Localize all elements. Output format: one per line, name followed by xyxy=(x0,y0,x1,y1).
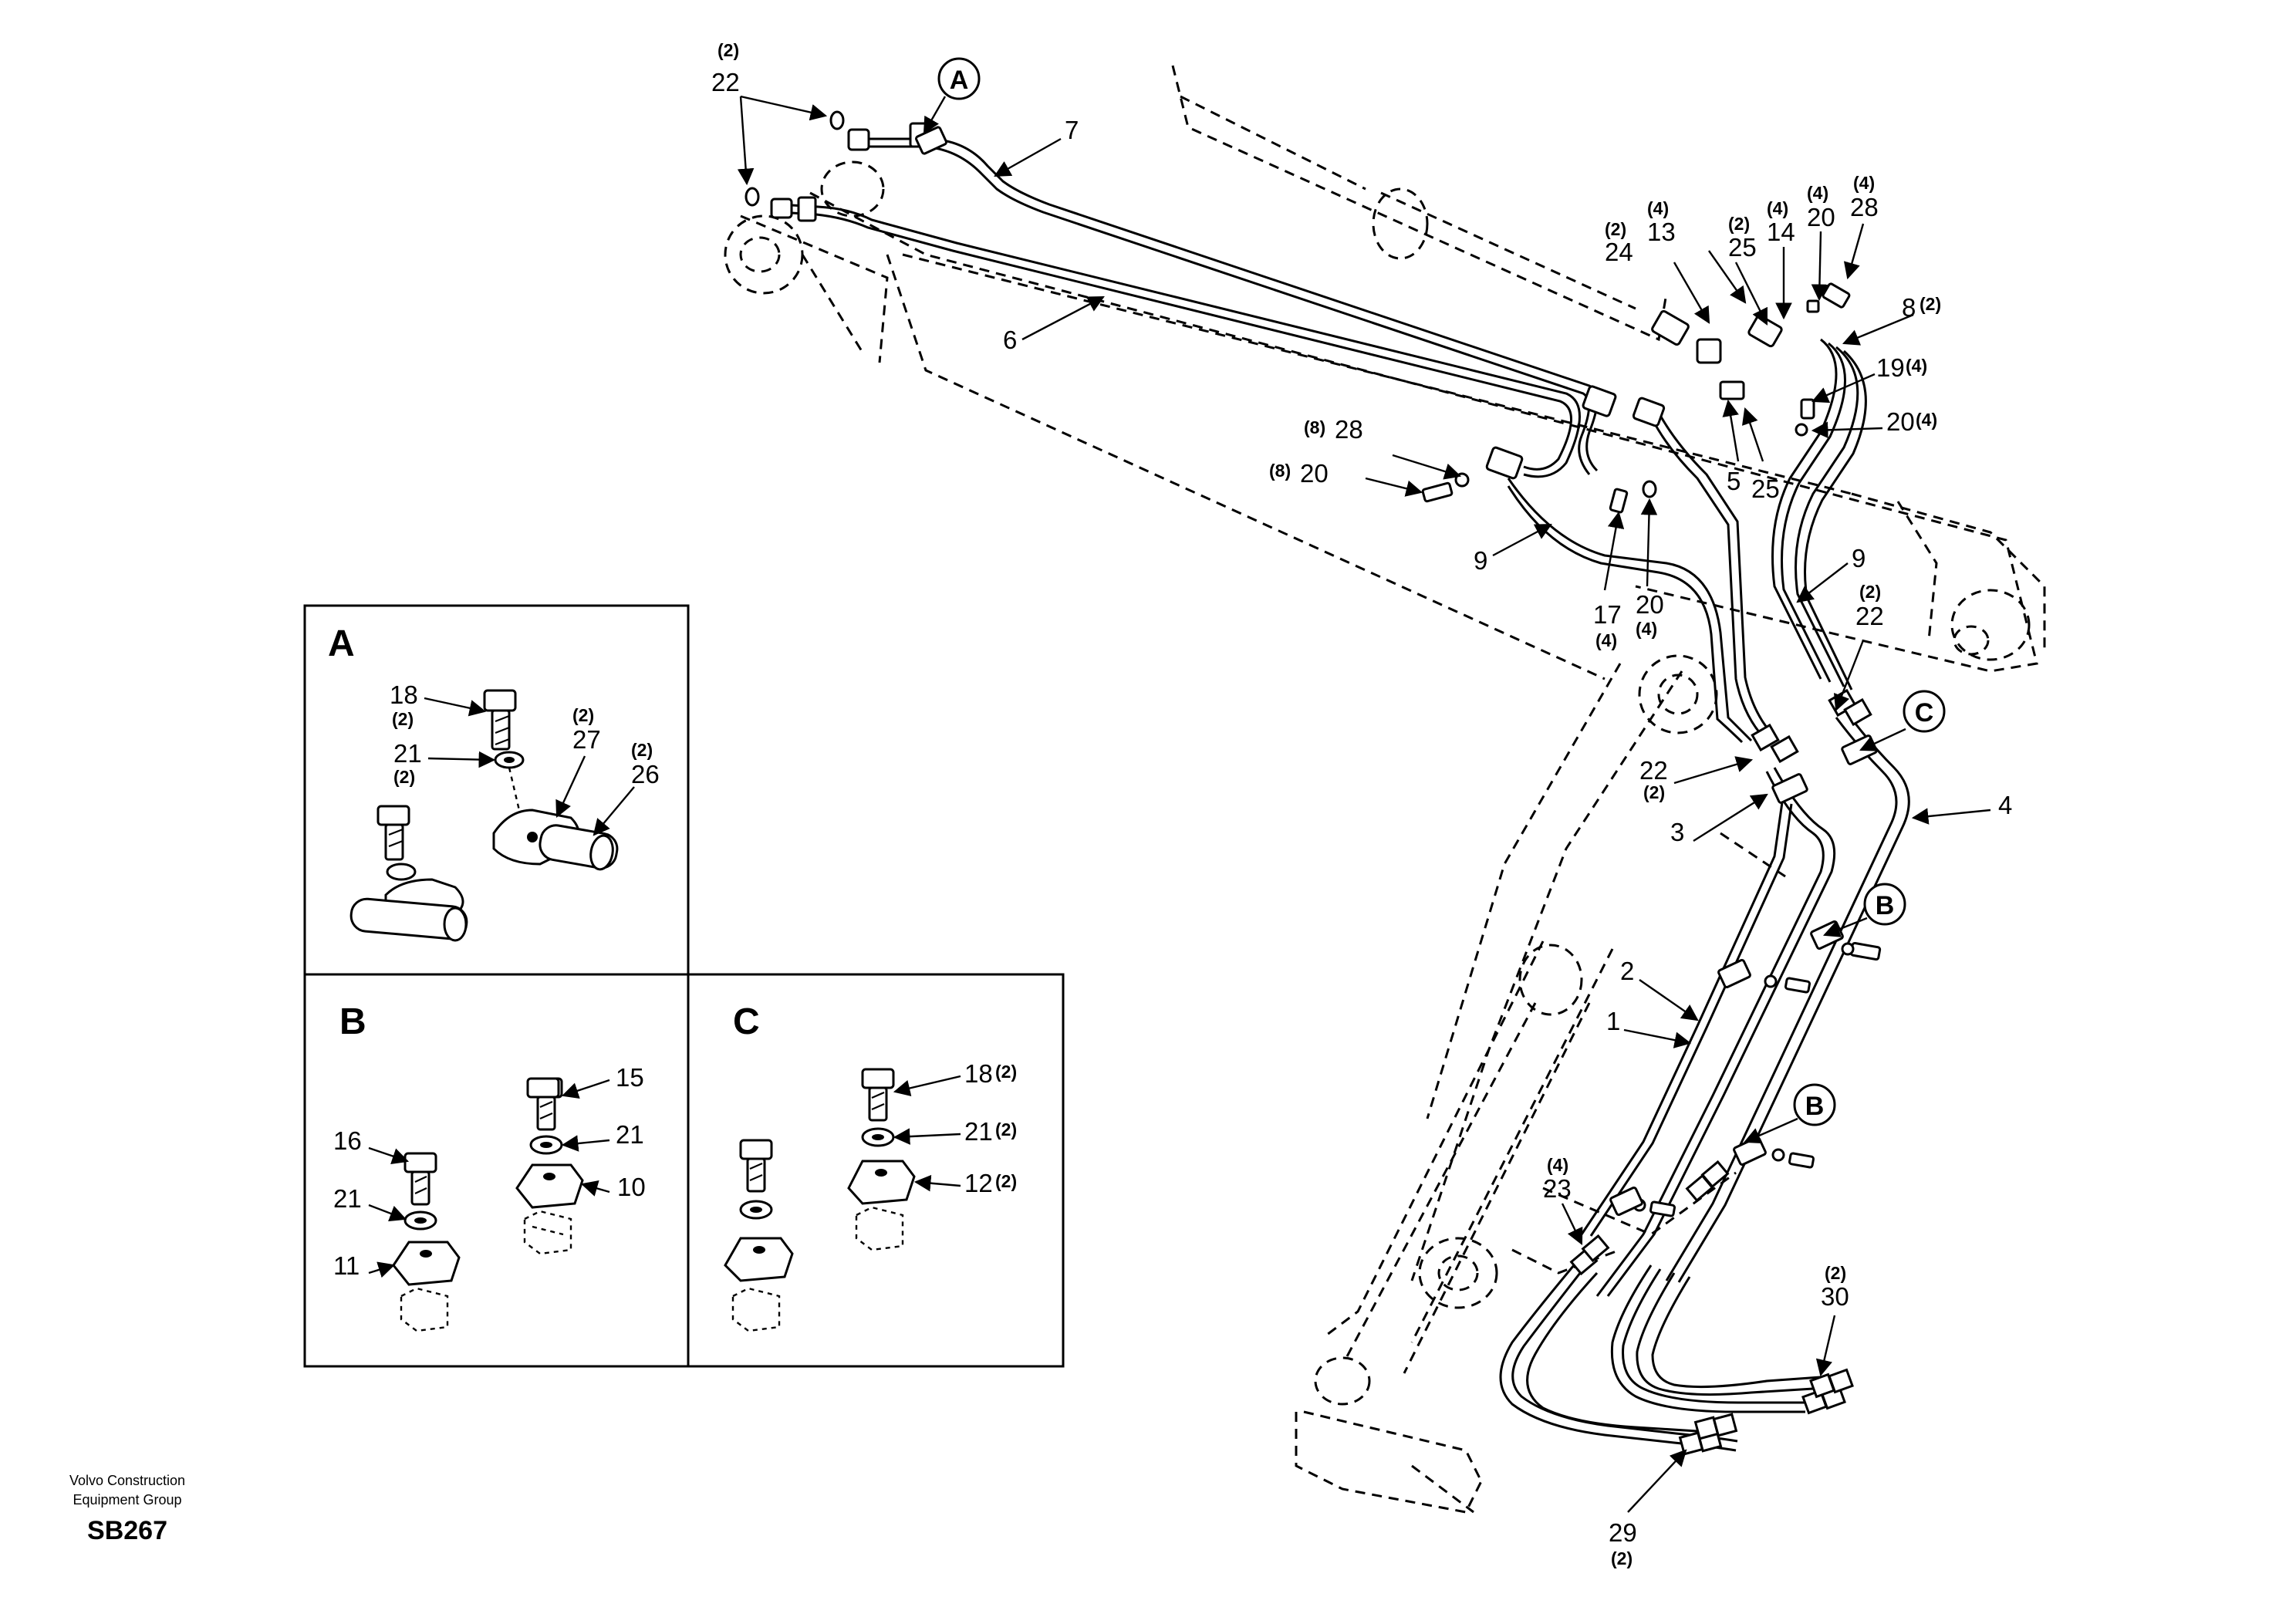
boom-arm-outline xyxy=(724,65,2046,1514)
label-29-qty: (2) xyxy=(1611,1548,1633,1568)
label-23: 23 xyxy=(1543,1174,1572,1203)
callout-b-lower-label: B xyxy=(1805,1092,1825,1121)
label-30-qty: (2) xyxy=(1825,1263,1846,1283)
detail-c-label-21: 21 xyxy=(964,1117,993,1146)
callout-c-label: C xyxy=(1915,698,1934,728)
label-8: 8 xyxy=(1902,293,1916,322)
callout-b-lower: B xyxy=(1793,1083,1836,1126)
label-9-right: 9 xyxy=(1852,544,1866,572)
label-17: 17 xyxy=(1593,600,1622,629)
detail-view-frames xyxy=(303,604,1065,1368)
label-30: 30 xyxy=(1821,1282,1849,1311)
detail-a-label-27: 27 xyxy=(572,725,601,754)
detail-c-parts xyxy=(724,1068,916,1332)
label-20-top: 20 xyxy=(1807,203,1835,231)
label-13: 13 xyxy=(1647,218,1676,246)
label-19-qty: (4) xyxy=(1906,356,1927,376)
footer-diagram-code: SB267 xyxy=(87,1516,167,1545)
detail-b-title: B xyxy=(339,1001,366,1042)
detail-b-labels: B 15 16 21 21 10 11 xyxy=(333,1001,646,1280)
label-2: 2 xyxy=(1620,957,1634,985)
label-20-right: 20 xyxy=(1886,407,1915,436)
label-28-left-qty: (8) xyxy=(1304,417,1325,437)
label-22-top-qty: (2) xyxy=(718,40,739,60)
detail-c-label-12-qty: (2) xyxy=(995,1171,1017,1191)
hose-end-fittings xyxy=(745,110,1882,1456)
detail-a-label-26: 26 xyxy=(631,760,660,788)
label-22-mid: 22 xyxy=(1639,756,1668,785)
detail-a-parts xyxy=(349,689,619,942)
label-29: 29 xyxy=(1609,1518,1637,1547)
label-23-qty: (4) xyxy=(1547,1155,1568,1175)
label-8-qty: (2) xyxy=(1920,294,1941,314)
detail-c-title: C xyxy=(733,1001,760,1042)
detail-a-label-21-qty: (2) xyxy=(393,767,415,787)
detail-b-parts xyxy=(392,1077,584,1332)
label-20-top-qty: (4) xyxy=(1807,183,1828,203)
detail-a-labels: A 18 (2) 21 (2) (2) 27 (2) 26 xyxy=(328,623,660,788)
label-7: 7 xyxy=(1065,116,1079,144)
detail-a-label-27-qty: (2) xyxy=(572,705,594,725)
part-labels: (2) 22 7 6 (2) 24 (4) 13 (2) 25 (4) 14 (… xyxy=(711,40,2012,1568)
detail-c-label-18: 18 xyxy=(964,1059,993,1088)
label-9-left: 9 xyxy=(1474,546,1487,575)
callout-c: C xyxy=(1903,690,1946,733)
label-14: 14 xyxy=(1767,218,1795,246)
callout-a-label: A xyxy=(950,66,969,95)
footer-company-line2: Equipment Group xyxy=(73,1492,181,1508)
label-14-qty: (4) xyxy=(1767,198,1788,218)
detail-b-label-11: 11 xyxy=(333,1251,360,1280)
label-13-qty: (4) xyxy=(1647,198,1669,218)
label-17-qty: (4) xyxy=(1595,630,1617,650)
label-22-top: 22 xyxy=(711,68,740,96)
label-28-left: 28 xyxy=(1335,415,1363,444)
detail-a-label-18-qty: (2) xyxy=(392,709,414,729)
label-28-top: 28 xyxy=(1850,193,1879,221)
detail-a-label-18: 18 xyxy=(390,680,418,709)
detail-c-labels: C 18 (2) 21 (2) 12 (2) xyxy=(733,1001,1017,1197)
hydraulic-lines xyxy=(778,137,1910,1452)
detail-c-label-21-qty: (2) xyxy=(995,1119,1017,1140)
detail-b-label-21-right: 21 xyxy=(616,1120,644,1149)
detail-b-label-16: 16 xyxy=(333,1126,362,1155)
label-22-right-qty: (2) xyxy=(1859,582,1881,602)
label-1: 1 xyxy=(1606,1007,1620,1035)
label-20-left-qty: (8) xyxy=(1269,461,1291,481)
detail-c-label-12: 12 xyxy=(964,1169,993,1197)
leader-lines xyxy=(368,95,1991,1513)
label-25-top: 25 xyxy=(1728,233,1757,262)
detail-a-label-26-qty: (2) xyxy=(631,740,653,760)
label-20-mid-qty: (4) xyxy=(1636,619,1657,639)
callout-a: A xyxy=(937,57,981,100)
label-24-qty: (2) xyxy=(1605,219,1626,239)
label-25-mid: 25 xyxy=(1751,474,1780,503)
label-22-mid-qty: (2) xyxy=(1643,782,1665,802)
callout-b-upper-label: B xyxy=(1876,891,1895,920)
footer-block: Volvo Construction Equipment Group SB267 xyxy=(69,1473,185,1545)
label-19: 19 xyxy=(1876,353,1905,382)
label-6: 6 xyxy=(1003,326,1017,354)
callout-b-upper: B xyxy=(1863,883,1906,926)
footer-company-line1: Volvo Construction xyxy=(69,1473,185,1488)
label-20-left: 20 xyxy=(1300,459,1329,488)
label-28-top-qty: (4) xyxy=(1853,173,1875,193)
label-25-top-qty: (2) xyxy=(1728,214,1750,234)
label-20-mid: 20 xyxy=(1636,590,1664,619)
detail-b-label-21-left: 21 xyxy=(333,1184,362,1213)
label-4: 4 xyxy=(1998,791,2012,819)
detail-b-label-15: 15 xyxy=(616,1063,644,1092)
detail-a-title: A xyxy=(328,623,355,664)
label-3: 3 xyxy=(1670,818,1684,846)
label-20-right-qty: (4) xyxy=(1916,410,1937,430)
label-24: 24 xyxy=(1605,238,1633,266)
detail-c-label-18-qty: (2) xyxy=(995,1062,1017,1082)
label-22-right: 22 xyxy=(1855,602,1884,630)
detail-a-label-21: 21 xyxy=(393,739,422,768)
label-5: 5 xyxy=(1727,467,1741,495)
detail-b-label-10: 10 xyxy=(617,1173,646,1201)
